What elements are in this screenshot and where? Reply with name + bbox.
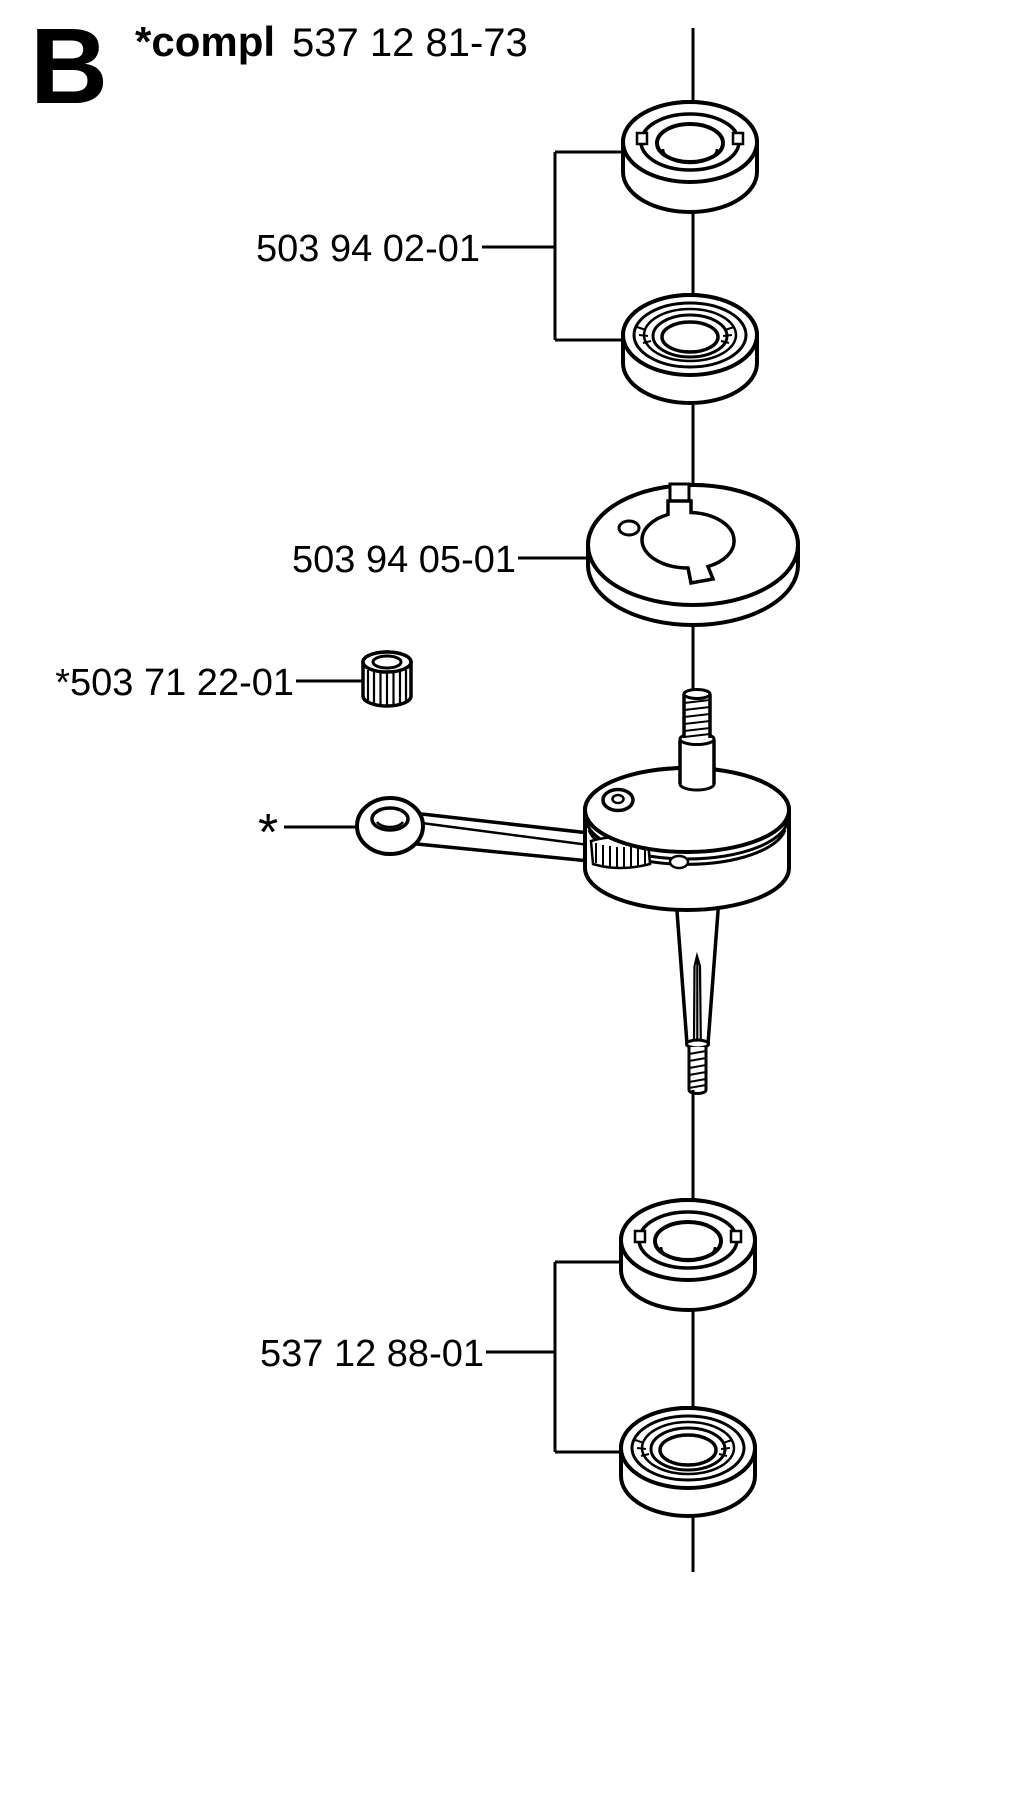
- ball-bearing-bottom-lower: [619, 1406, 757, 1518]
- connecting-rod: [355, 796, 591, 863]
- big-end-needle-hatch: [595, 843, 646, 869]
- bottom-thread-sides: [687, 1047, 708, 1090]
- upper-journal-sides: [678, 740, 716, 784]
- label-bottom-bearings: 537 12 88-01: [260, 1333, 484, 1375]
- upper-journal-base: [678, 783, 716, 792]
- rod-shaft: [402, 810, 591, 863]
- taper-keyway-slot: [692, 951, 702, 1041]
- label-connecting-rod-star: *: [258, 804, 278, 862]
- label-top-bearings: 503 94 02-01: [256, 228, 480, 270]
- leader-bracket-top-bearings: [482, 150, 622, 342]
- rod-ridge-line: [413, 820, 590, 847]
- section-letter: B: [30, 5, 108, 126]
- top-thread-cap: [682, 688, 712, 700]
- top-thread-hatch: [683, 699, 711, 738]
- crank-gap-hole: [668, 854, 690, 870]
- assembly-title-prefix: *compl: [135, 18, 275, 65]
- bottom-thread-end: [687, 1089, 708, 1095]
- label-needle-bearing: *503 71 22-01: [55, 662, 294, 704]
- crankshaft: [583, 688, 791, 1095]
- washer-cam-hole: [640, 499, 736, 586]
- assembly-title-number: 537 12 81-73: [292, 21, 528, 65]
- clutch-washer: [586, 482, 800, 627]
- ball-bearing-top-upper: [621, 100, 759, 214]
- bottom-thread-hatch: [688, 1050, 707, 1089]
- leader-bracket-bottom-bearings: [486, 1260, 620, 1454]
- crank-pin-center: [611, 793, 625, 805]
- label-washer: 503 94 05-01: [292, 539, 516, 581]
- ball-bearing-bottom-upper: [619, 1198, 757, 1312]
- needle-rollers: [366, 670, 408, 706]
- rod-bore-depth: [375, 821, 405, 829]
- washer-small-hole: [617, 519, 641, 537]
- ball-bearing-top-lower: [621, 293, 759, 405]
- needle-cage-bearing: [361, 650, 413, 708]
- needle-cage-bore: [371, 654, 403, 670]
- taper-end-face: [685, 1038, 710, 1050]
